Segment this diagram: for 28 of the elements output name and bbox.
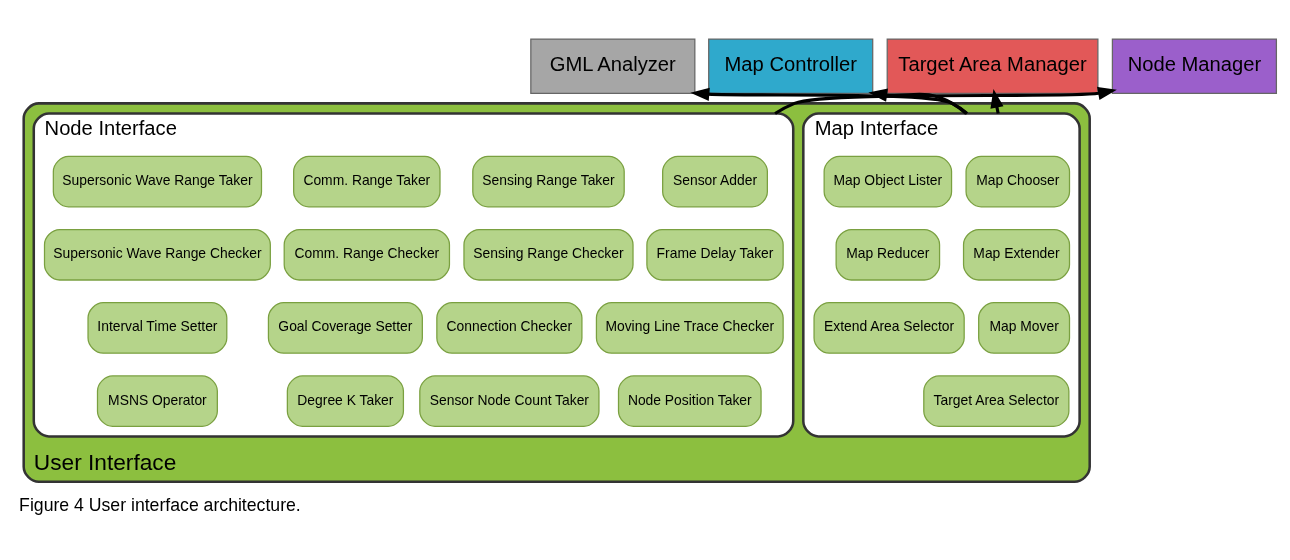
- node-box: Extend Area Selector: [813, 302, 965, 354]
- node-box: Goal Coverage Setter: [267, 302, 423, 354]
- node-box: Moving Line Trace Checker: [595, 302, 784, 354]
- node-box: Comm. Range Taker: [293, 155, 441, 208]
- node-box: Degree K Taker: [286, 375, 405, 427]
- node-box: Map Extender: [962, 228, 1071, 281]
- node-box: Map Chooser: [965, 155, 1071, 208]
- node-box: Sensor Adder: [662, 155, 768, 208]
- node-box: Supersonic Wave Range Taker: [52, 155, 263, 208]
- node-box: GML Analyzer: [530, 38, 696, 94]
- caption: Figure 4 User interface architecture.: [19, 495, 301, 516]
- node-box: Interval Time Setter: [87, 302, 228, 354]
- node-box: Map Object Lister: [823, 155, 953, 208]
- node-box: Target Area Selector: [923, 375, 1070, 427]
- node-box: Sensor Node Count Taker: [419, 375, 600, 427]
- node-box: Sensing Range Checker: [463, 228, 634, 281]
- node-box: Map Controller: [708, 38, 874, 94]
- node-box: Comm. Range Checker: [283, 228, 451, 281]
- node-box: Sensing Range Taker: [472, 155, 625, 208]
- node-box: Map Mover: [978, 302, 1071, 354]
- node-box: Node Position Taker: [617, 375, 762, 427]
- node-box: Map Reducer: [835, 228, 941, 281]
- node-box: Target Area Manager: [886, 38, 1099, 94]
- node-box: MSNS Operator: [96, 375, 218, 427]
- node-box: Node Manager: [1111, 38, 1278, 94]
- node-box: Frame Delay Taker: [646, 228, 784, 281]
- node-box: Supersonic Wave Range Checker: [43, 228, 271, 281]
- node-box: Connection Checker: [436, 302, 583, 354]
